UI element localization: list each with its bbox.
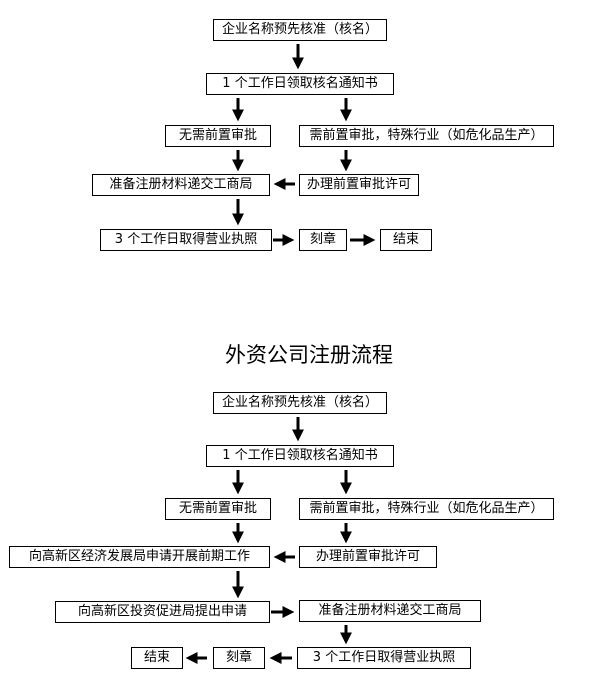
f2-title: 外资公司注册流程: [225, 343, 393, 367]
f1-get-license-box: 3 个工作日取得营业执照: [100, 229, 272, 251]
f2-development-bureau-box: 向高新区经济发展局申请开展前期工作: [9, 546, 270, 568]
f1-notice-box: 1 个工作日领取核名通知书: [206, 73, 394, 95]
f2-investment-bureau-box: 向高新区投资促进局提出申请: [55, 601, 270, 623]
f1-no-preapproval-box: 无需前置审批: [165, 125, 271, 147]
f2-notice-box: 1 个工作日领取核名通知书: [206, 445, 394, 467]
f2-handle-permit-box: 办理前置审批许可: [299, 546, 437, 568]
f1-seal-box: 刻章: [299, 229, 347, 251]
f1-submit-materials-box: 准备注册材料递交工商局: [92, 174, 270, 196]
f2-seal-box: 刻章: [213, 647, 265, 669]
f2-end-box: 结束: [131, 647, 183, 669]
f2-preapproval-needed-box: 需前置审批，特殊行业（如危化品生产）: [299, 498, 554, 520]
f2-no-preapproval-box: 无需前置审批: [165, 498, 271, 520]
f1-handle-permit-box: 办理前置审批许可: [299, 174, 419, 196]
f1-end-box: 结束: [380, 229, 432, 251]
f1-preapproval-needed-box: 需前置审批，特殊行业（如危化品生产）: [299, 125, 554, 147]
f2-get-license-box: 3 个工作日取得营业执照: [297, 647, 471, 669]
f1-name-check-box: 企业名称预先核准（核名）: [213, 19, 387, 41]
f2-submit-materials-box: 准备注册材料递交工商局: [299, 600, 481, 622]
f2-name-check-box: 企业名称预先核准（核名）: [213, 392, 387, 414]
